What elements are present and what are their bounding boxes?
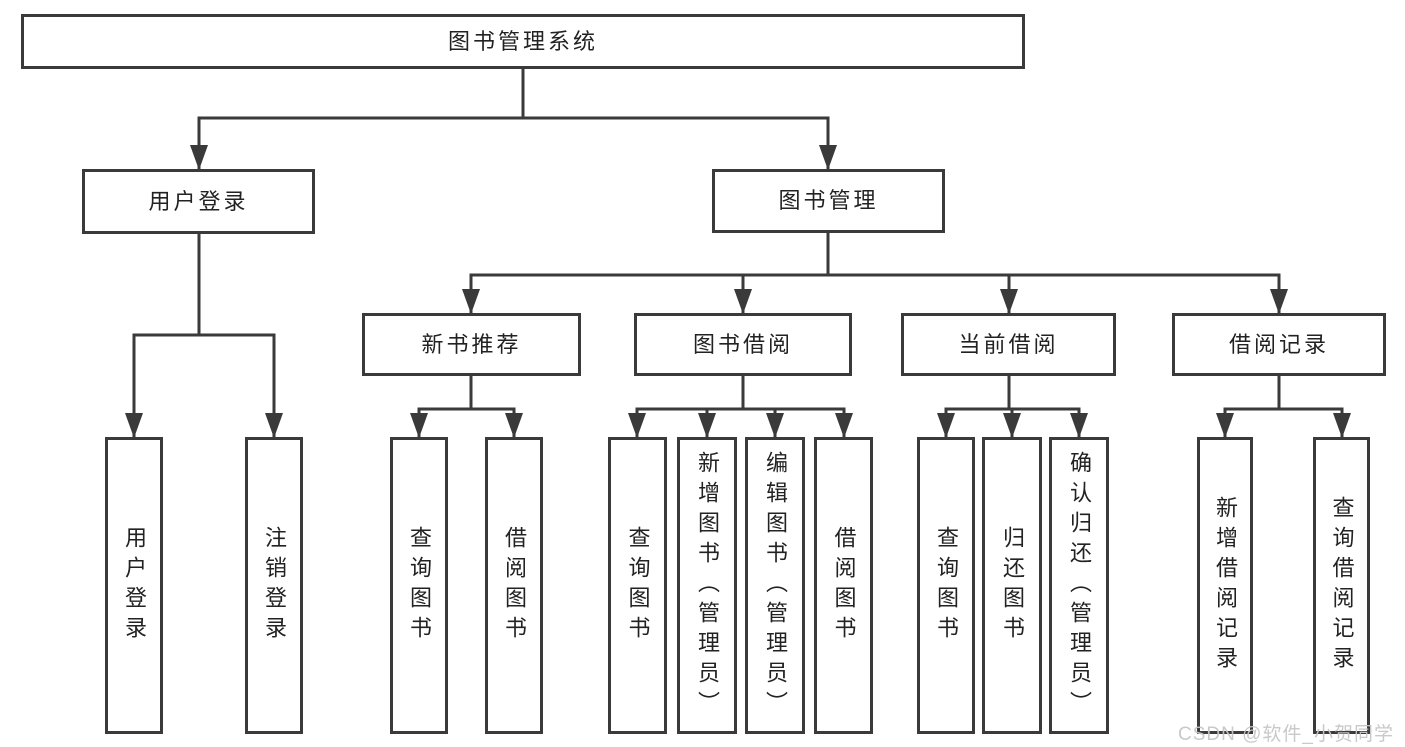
leaf-user-login: 用户登录 <box>105 437 163 734</box>
leaf-add-book-admin: 新增图书（管理员） <box>677 437 737 734</box>
node-book-borrow: 图书借阅 <box>634 313 852 376</box>
leaf-query-book-current: 查询图书 <box>917 437 975 734</box>
leaf-borrow-book-recommend: 借阅图书 <box>485 437 543 734</box>
node-user-login: 用户登录 <box>82 169 315 234</box>
leaf-query-book-borrow: 查询图书 <box>608 437 667 734</box>
node-new-book-recommend: 新书推荐 <box>362 313 581 376</box>
connector-current-branch <box>937 374 1088 439</box>
connector-record-branch <box>1216 374 1351 439</box>
leaf-query-borrow-record: 查询借阅记录 <box>1313 437 1370 734</box>
leaf-confirm-return-admin: 确认归还（管理员） <box>1049 437 1109 734</box>
node-current-borrow: 当前借阅 <box>901 313 1116 376</box>
leaf-logout-login: 注销登录 <box>245 437 303 734</box>
leaf-add-borrow-record: 新增借阅记录 <box>1197 437 1253 734</box>
csdn-watermark: CSDN @软件_小贺同学 <box>1178 724 1394 745</box>
connector-recommend-branch <box>410 374 523 439</box>
leaf-borrow-book: 借阅图书 <box>814 437 873 734</box>
connector-management-branch <box>462 231 1288 315</box>
leaf-return-book: 归还图书 <box>982 437 1042 734</box>
connector-login-branch <box>125 232 283 439</box>
leaf-edit-book-admin: 编辑图书（管理员） <box>745 437 805 734</box>
leaf-query-book-recommend: 查询图书 <box>390 437 448 734</box>
node-library-system: 图书管理系统 <box>21 14 1025 69</box>
connector-root-branch <box>190 67 837 171</box>
connector-borrow-branch <box>628 374 853 439</box>
node-borrow-record: 借阅记录 <box>1172 313 1386 376</box>
node-book-management: 图书管理 <box>712 169 945 233</box>
